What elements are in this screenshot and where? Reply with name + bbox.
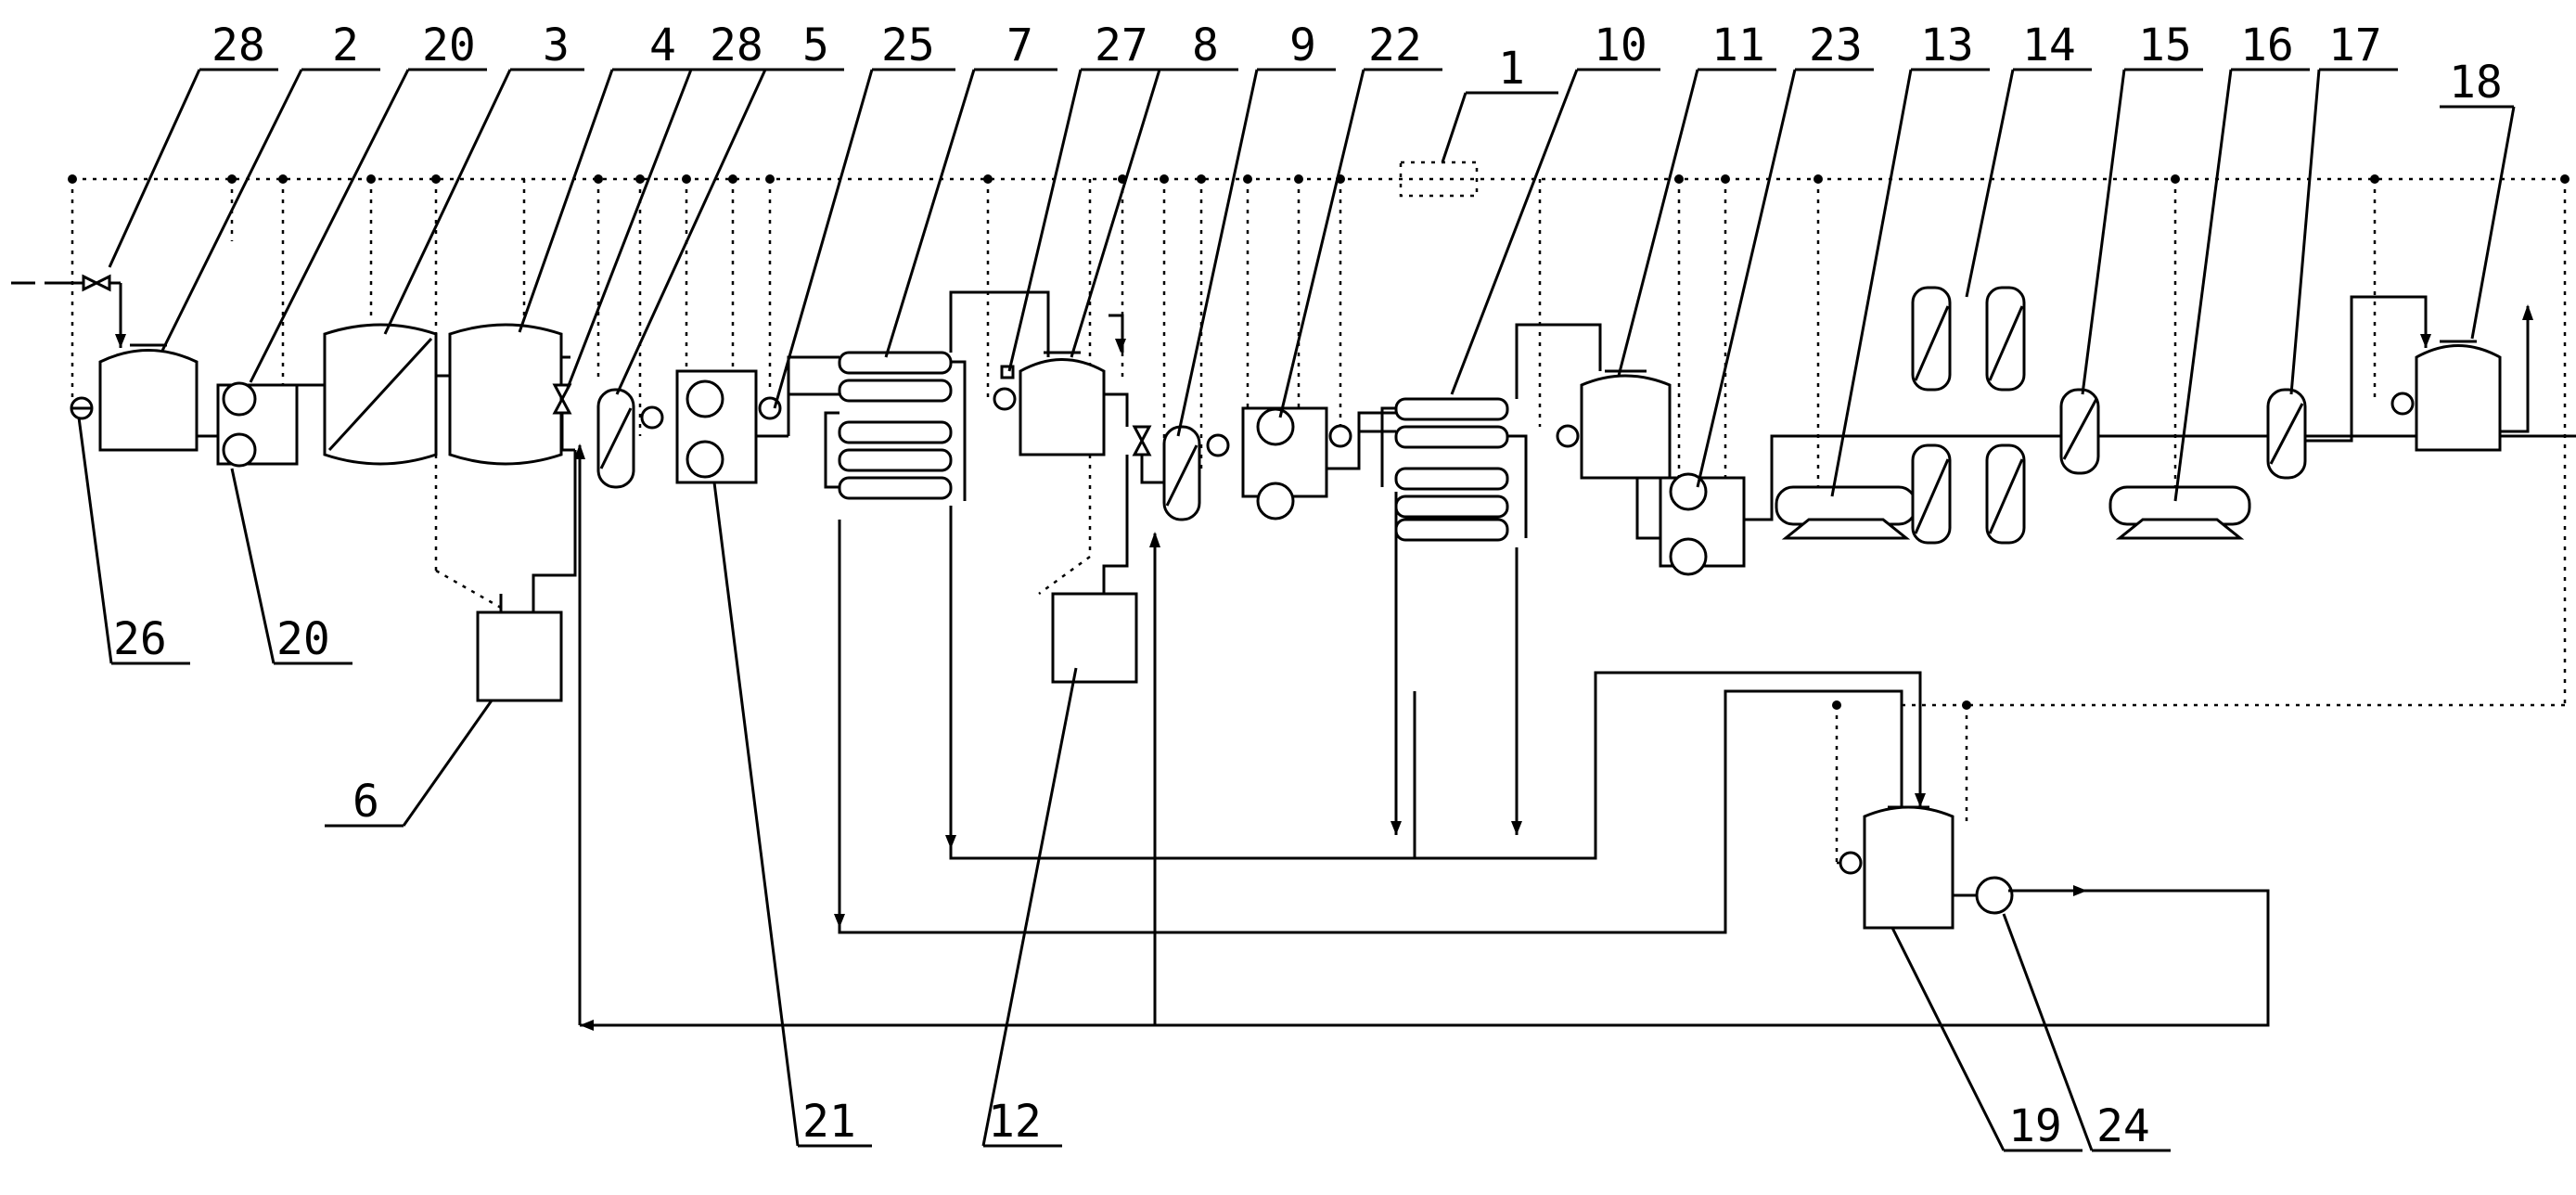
label-6: 6 (352, 776, 379, 828)
label-4: 4 (649, 19, 676, 71)
label-16: 16 (2240, 19, 2294, 71)
label-1: 1 (1498, 43, 1525, 95)
label-13: 13 (1920, 19, 1974, 71)
label-26: 26 (113, 613, 167, 665)
label-3: 3 (543, 19, 570, 71)
label-23: 23 (1809, 19, 1863, 71)
label-18: 18 (2449, 57, 2503, 109)
label-9: 9 (1289, 19, 1316, 71)
leader-lines (77, 68, 2516, 1152)
label-28b: 28 (710, 19, 763, 71)
equipment (11, 274, 2576, 930)
control-bus-nodes (68, 174, 2570, 710)
label-12: 12 (988, 1096, 1042, 1148)
label-21: 21 (802, 1096, 856, 1148)
label-28a: 28 (211, 19, 265, 71)
label-8: 8 (1192, 19, 1219, 71)
controller-box (1399, 161, 1479, 198)
label-22: 22 (1368, 19, 1422, 71)
label-20a: 20 (422, 19, 476, 71)
label-14: 14 (2022, 19, 2076, 71)
reference-labels: 28 2 20 3 4 28 5 25 7 27 8 9 22 1 10 11 … (113, 19, 2503, 1152)
piping (574, 443, 2270, 1031)
label-27: 27 (1095, 19, 1148, 71)
label-25: 25 (881, 19, 935, 71)
label-17: 17 (2328, 19, 2382, 71)
label-19: 19 (2008, 1100, 2062, 1152)
label-10: 10 (1594, 19, 1647, 71)
label-24: 24 (2096, 1100, 2150, 1152)
label-7: 7 (1006, 19, 1033, 71)
label-5: 5 (802, 19, 829, 71)
label-15: 15 (2138, 19, 2192, 71)
label-20b: 20 (276, 613, 330, 665)
label-11: 11 (1711, 19, 1765, 71)
label-2: 2 (332, 19, 359, 71)
